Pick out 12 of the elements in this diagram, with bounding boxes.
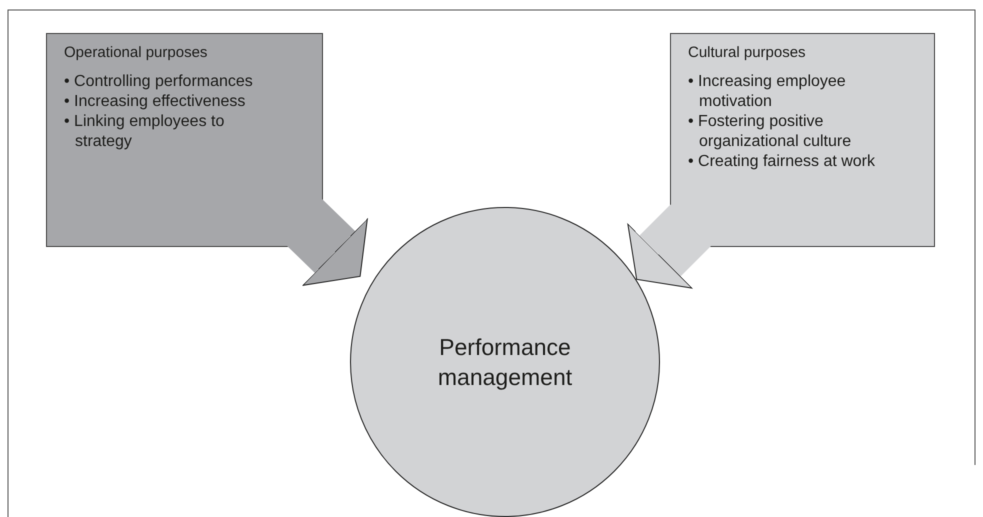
- bullet-item: • Creating fairness at work: [688, 152, 876, 172]
- bullet-item: • Linking employees to strategy: [64, 112, 226, 152]
- box-heading: Cultural purposes: [688, 44, 806, 61]
- callout-box: [46, 33, 323, 247]
- callout-box: [670, 33, 935, 247]
- bullet-item: • Controlling performances: [64, 72, 253, 92]
- block-arrow: [627, 204, 712, 289]
- node-title: Performance management: [436, 333, 574, 392]
- bullet-item: • Fostering positive organizational culture: [688, 112, 852, 152]
- box-heading: Operational purposes: [64, 44, 208, 61]
- bullet-item: • Increasing employee motivation: [688, 72, 847, 112]
- bullet-item: • Increasing effectiveness: [64, 92, 246, 112]
